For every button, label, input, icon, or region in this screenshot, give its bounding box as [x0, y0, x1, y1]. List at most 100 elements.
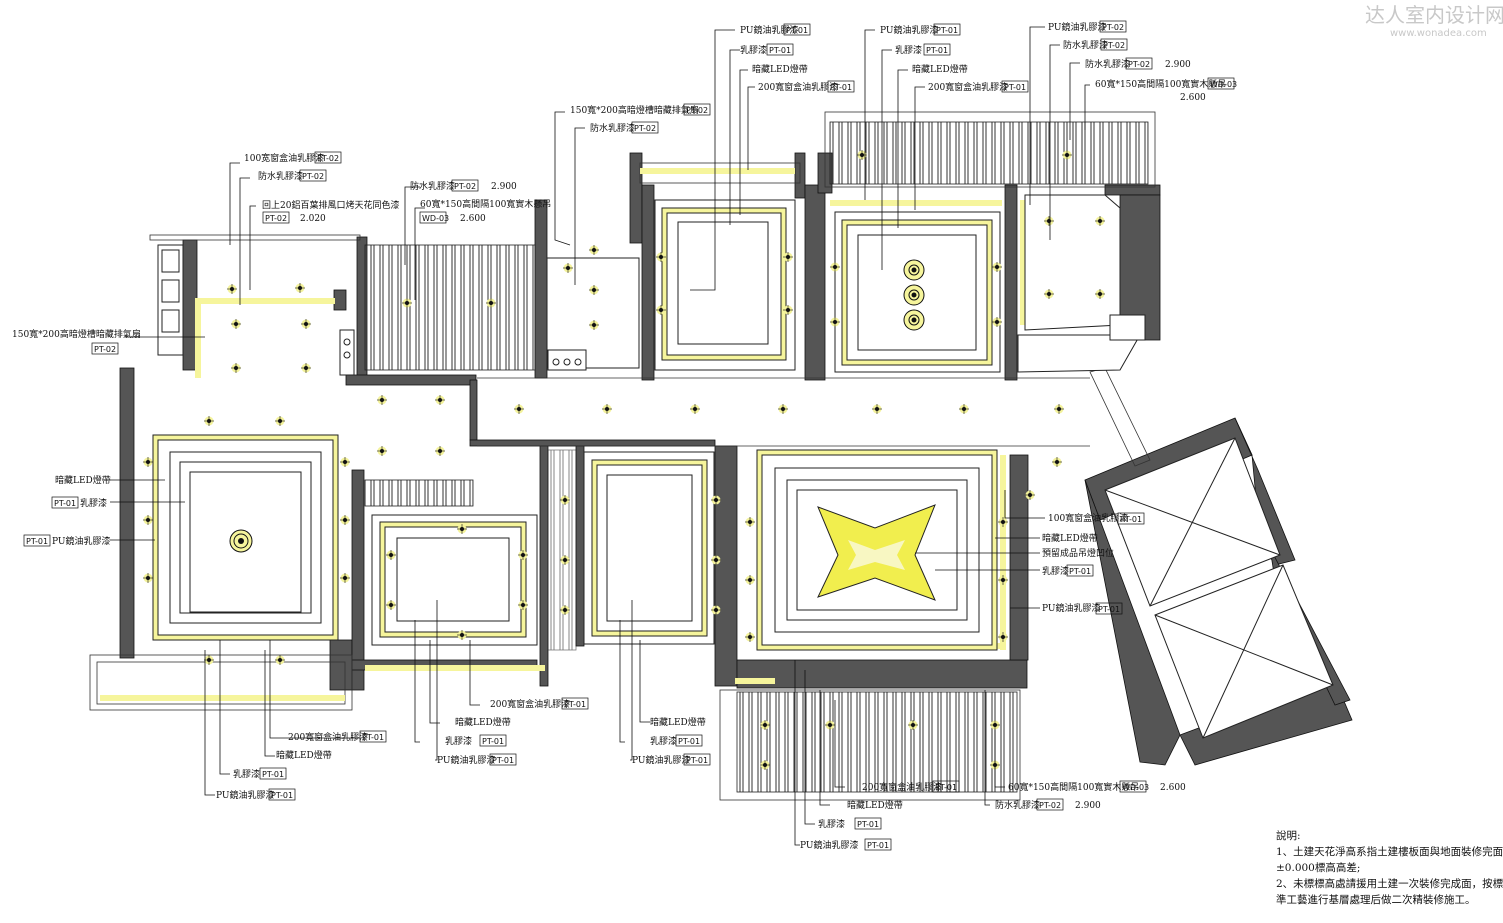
code-pt01: PT-01 [1004, 83, 1026, 92]
slat-zones [364, 121, 1149, 793]
elev-2900c: 2.900 [1075, 801, 1101, 811]
label-b4: PU鏡油乳膠漆 [437, 754, 495, 766]
label-living-led: 暗藏LED燈帶 [55, 474, 111, 486]
code-pt01: PT-01 [54, 499, 76, 508]
label-tr-waterproof-2: 防水乳膠漆 [1085, 58, 1130, 70]
label-b3: 乳膠漆 [445, 735, 472, 747]
label-mb-latex: 乳膠漆 [895, 44, 922, 56]
code-pt01: PT-01 [1069, 567, 1091, 576]
elev-2600b: 2.600 [1180, 93, 1206, 103]
label-b14: 乳膠漆 [818, 818, 845, 830]
elev-2600: 2.600 [460, 214, 486, 224]
label-living-pu: PU鏡油乳膠漆 [52, 535, 110, 547]
code-pt02: PT-02 [686, 106, 708, 115]
notes-line-1: 1、土建天花淨高系指土建樓板面與地面裝修完面 [1276, 846, 1503, 858]
label-left-vent: 150寬*200高暗燈槽暗藏排氣扇 [12, 328, 141, 340]
label-b10: 乳膠漆 [650, 735, 677, 747]
label-b12: 200寬窗盒油乳膠漆 [862, 781, 942, 793]
label-bath-waterproof: 防水乳膠漆 [410, 180, 455, 192]
downlight-icon [744, 574, 756, 586]
label-bath-wood: 60寬*150高間隔100寬實木懸吊 [420, 198, 551, 210]
label-bed-a-latex: 乳膠漆 [740, 44, 767, 56]
code-wd03: WD-03 [1210, 80, 1237, 89]
elev-2900: 2.900 [491, 182, 517, 192]
code-pt01: PT-01 [1098, 605, 1120, 614]
code-pt02: PT-02 [317, 154, 339, 163]
label-b7: 乳膠漆 [233, 768, 260, 780]
downlight-icon [376, 445, 388, 457]
leader-lines [110, 26, 1090, 846]
downlight-icon [376, 394, 388, 406]
code-pt02: PT-02 [634, 124, 656, 133]
downlight-icon [300, 318, 312, 330]
label-tr-waterproof: 防水乳膠漆 [1063, 39, 1108, 51]
downlight-icon [339, 514, 351, 526]
downlight-icon [997, 574, 1009, 586]
code-pt01: PT-01 [786, 26, 808, 35]
label-kitchen-waterproof: 防水乳膠漆 [590, 122, 635, 134]
code-pt01: PT-01 [830, 83, 852, 92]
code-pt02: PT-02 [1102, 23, 1124, 32]
code-pt01: PT-01 [482, 737, 504, 746]
code-wd03: WD-03 [1122, 783, 1149, 792]
downlight-icon [744, 631, 756, 643]
code-pt01: PT-01 [262, 770, 284, 779]
code-pt01: PT-01 [271, 791, 293, 800]
dining-room-tray [756, 449, 998, 651]
code-pt02: PT-02 [94, 345, 116, 354]
label-b6: 暗藏LED燈帶 [276, 749, 332, 761]
downlight-icon [142, 456, 154, 468]
downlight-icon [300, 362, 312, 374]
label-mb-pu: PU鏡油乳膠漆 [880, 24, 938, 36]
living-room-tray [152, 434, 339, 641]
elev-2020: 2.020 [300, 214, 326, 224]
downlight-icon [230, 362, 242, 374]
label-b13: 暗藏LED燈帶 [847, 799, 903, 811]
downlight-icon [744, 516, 756, 528]
notes-title: 說明: [1276, 830, 1301, 842]
elev-2900b: 2.900 [1165, 60, 1191, 70]
elevator-cabins [1104, 437, 1334, 739]
label-right-window: 100寬窗盒油乳膠漆 [1048, 512, 1128, 524]
downlight-icon [294, 282, 306, 294]
label-bed-a-window: 200寬窗盒油乳膠漆 [758, 81, 838, 93]
downlight-icon [1053, 403, 1065, 415]
downlight-icon [434, 445, 446, 457]
downlight-icon [997, 631, 1009, 643]
downlight-icon [339, 456, 351, 468]
notes-line-3: 2、未標標高處請援用土建一次裝修完成面，按標 [1276, 878, 1503, 890]
label-vent-louver: 回上20鋁百葉排風口烤天花同色漆 [262, 199, 399, 211]
downlight-icon [230, 318, 242, 330]
label-window-box-100: 100宽窗盒油乳膠漆 [244, 152, 324, 164]
downlight-icon [997, 516, 1009, 528]
code-pt01: PT-01 [936, 26, 958, 35]
label-waterproof: 防水乳膠漆 [258, 170, 303, 182]
downlight-icon [1051, 456, 1063, 468]
label-mb-window: 200寬窗盒油乳膠漆 [928, 81, 1008, 93]
label-bed-a-led: 暗藏LED燈帶 [752, 63, 808, 75]
code-pt01: PT-01 [926, 46, 948, 55]
downlight-icon [274, 654, 286, 666]
label-tr-pu: PU鏡油乳膠漆 [1048, 21, 1106, 33]
label-b1: 200寬窗盒油乳膠漆 [490, 698, 570, 710]
code-pt01: PT-01 [678, 737, 700, 746]
notes-line-2: ±0.000標高高差; [1276, 862, 1361, 874]
downlight-icon [339, 572, 351, 584]
label-b9: 暗藏LED燈帶 [650, 716, 706, 728]
downlight-icon [871, 403, 883, 415]
label-right-recess: 預留成品吊燈凹位 [1042, 547, 1114, 559]
downlight-icon [142, 572, 154, 584]
label-b16: 60寬*150高間隔100寬實木懸吊 [1008, 781, 1139, 793]
watermark-url: www.wonadea.com [1390, 28, 1487, 39]
label-b15: PU鏡油乳膠漆 [800, 839, 858, 851]
code-pt02: PT-02 [1039, 801, 1061, 810]
watermark-name: 达人室内设计网 [1365, 3, 1503, 27]
label-mb-led: 暗藏LED燈帶 [912, 63, 968, 75]
downlight-icon [274, 415, 286, 427]
downlight-icon [434, 394, 446, 406]
code-pt01: PT-01 [26, 537, 48, 546]
code-pt01: PT-01 [362, 733, 384, 742]
bedroom-small-tray [371, 514, 538, 646]
annotations: 100宽窗盒油乳膠漆 PT-02 防水乳膠漆 PT-02 回上20鋁百葉排風口烤… [12, 20, 1237, 851]
